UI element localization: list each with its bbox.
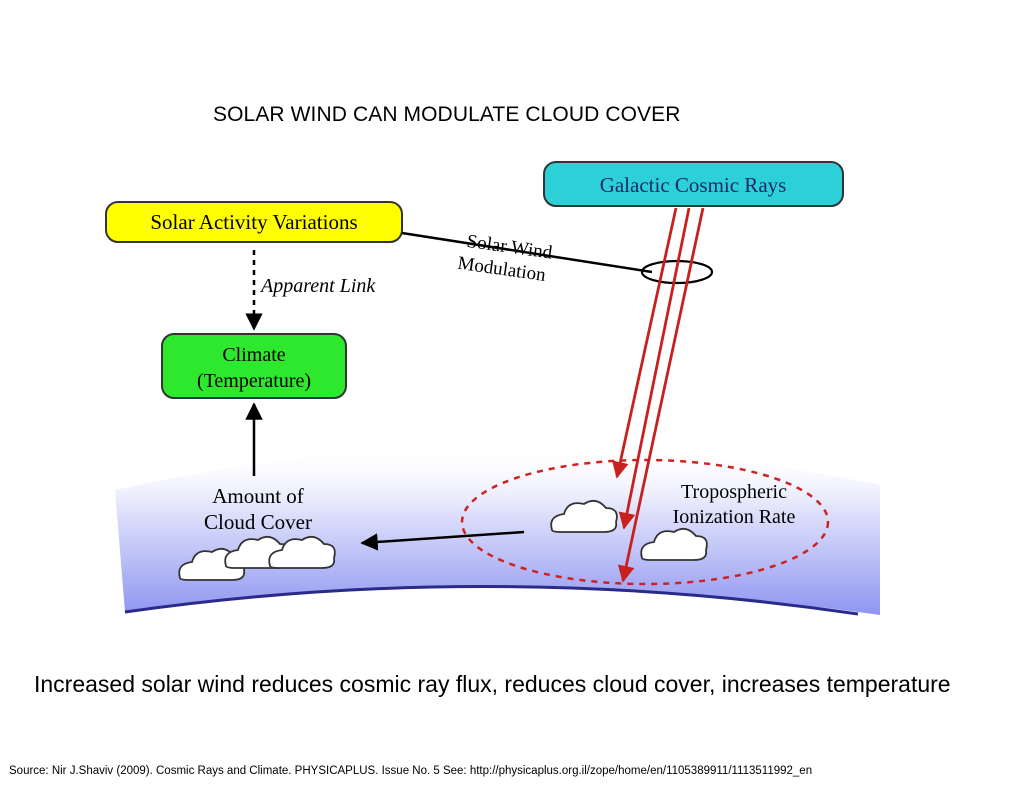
source-citation: Source: Nir J.Shaviv (2009). Cosmic Rays… <box>9 765 813 777</box>
cloud-icon <box>640 527 708 561</box>
atmosphere-band <box>115 446 880 615</box>
climate-label-line1: Climate <box>222 344 285 366</box>
cloud-cover-label-line2: Cloud Cover <box>204 510 312 534</box>
cloud-icon <box>550 499 618 533</box>
cosmic-ray-arrow-2 <box>618 207 691 530</box>
solar-activity-box: Solar Activity Variations <box>105 201 403 243</box>
earth-surface-line <box>124 585 859 616</box>
apparent-link-label: Apparent Link <box>259 275 376 297</box>
cosmic-rays-box: Galactic Cosmic Rays <box>543 161 844 207</box>
ionization-region <box>460 458 830 586</box>
cosmic-ray-arrow-3 <box>617 207 705 583</box>
cosmic-ray-arrow-1 <box>612 207 678 479</box>
cloud-icon <box>268 535 336 569</box>
solar-wind-line <box>401 231 653 274</box>
cosmic-rays-label: Galactic Cosmic Rays <box>600 173 787 197</box>
caption: Increased solar wind reduces cosmic ray … <box>34 671 951 697</box>
ionization-label-line2: Ionization Rate <box>673 506 796 528</box>
cloud-cover-label-line1: Amount of <box>212 484 304 508</box>
solar-activity-label: Solar Activity Variations <box>150 210 357 234</box>
slide-title: SOLAR WIND CAN MODULATE CLOUD COVER <box>213 103 681 126</box>
ionization-to-cloud-arrow <box>360 530 525 551</box>
solar-wind-label: Solar Wind Modulation <box>456 231 554 286</box>
climate-box: Climate (Temperature) <box>161 333 347 399</box>
climate-label-line2: (Temperature) <box>197 370 311 392</box>
ionization-label-line1: Tropospheric <box>681 481 787 503</box>
